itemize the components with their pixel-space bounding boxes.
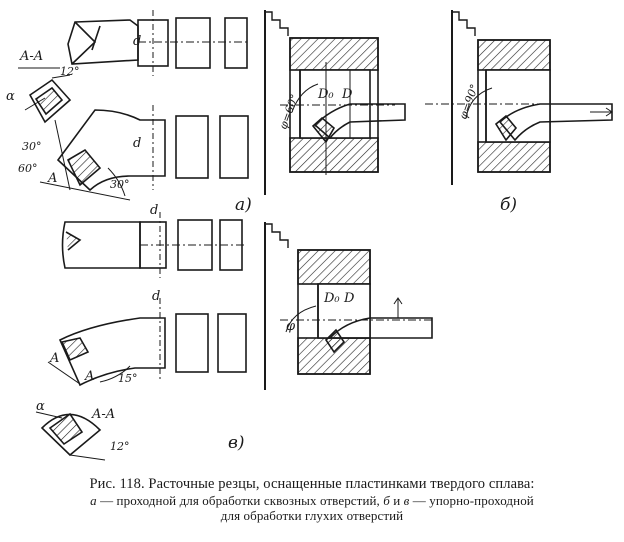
letter-A-bottom-2: A	[84, 369, 94, 384]
section-label-top: A-A	[19, 49, 43, 64]
panel-a-label: а)	[235, 195, 252, 215]
caption-letter-v: в	[403, 493, 410, 508]
tool-v-straight	[61, 212, 245, 278]
angle-phi-60: φ=60°	[277, 92, 302, 131]
section-top	[18, 67, 72, 124]
panel-b-label: б)	[500, 195, 517, 215]
angle-phi-v: φ	[286, 319, 296, 334]
panel-v-label: в)	[228, 433, 245, 453]
dim-d-3: d	[150, 203, 158, 218]
angle-30-a: 30°	[22, 140, 42, 153]
section-label-bottom: A-A	[91, 407, 115, 422]
alpha-bottom: α	[36, 399, 45, 414]
alpha-top: α	[6, 89, 15, 104]
caption-line-3: для обработки глухих отверстий	[220, 508, 404, 523]
dim-D0-a: D₀	[317, 87, 334, 102]
caption-and: и	[389, 493, 404, 508]
letter-A-bottom-1: A	[49, 351, 59, 366]
caption-letter-a: а	[90, 493, 97, 508]
angle-60: 60°	[18, 162, 38, 175]
caption-text-a: — проходной для обработки сквозных отвер…	[96, 493, 384, 508]
angle-30-b: 30°	[110, 178, 130, 191]
angle-15: 15°	[118, 372, 138, 385]
dim-d-4: d	[152, 289, 160, 304]
caption-line-1: Рис. 118. Расточные резцы, оснащенные пл…	[89, 476, 535, 492]
angle-12-bottom: 12°	[110, 440, 130, 453]
dim-d-1: d	[133, 34, 141, 49]
caption-letter-b: б	[383, 493, 390, 508]
workpiece-b	[425, 10, 613, 185]
tool-a-bent	[39, 105, 249, 201]
angle-12-top: 12°	[60, 65, 80, 78]
tool-v-bent	[47, 298, 247, 387]
tool-a-straight	[67, 10, 250, 76]
dim-D-a: D	[341, 87, 353, 102]
dim-d-2: d	[133, 136, 141, 151]
figure-caption: Рис. 118. Расточные резцы, оснащенные пл…	[0, 476, 624, 523]
figure-labels: A-A 12° α 30° 60° 30° A d d d d D₀ D φ=6…	[6, 34, 517, 453]
caption-line-2: а — проходной для обработки сквозных отв…	[0, 493, 624, 508]
workpiece-v	[264, 222, 435, 390]
letter-A-top: A	[47, 171, 57, 186]
section-bottom	[35, 411, 106, 461]
workpiece-a	[264, 10, 406, 195]
dim-D-v: D	[343, 291, 355, 306]
caption-text-v: — упорно-проходной	[409, 493, 534, 508]
dim-D0-v: D₀	[323, 291, 340, 306]
boring-tools-figure: A-A 12° α 30° 60° 30° A d d d d D₀ D φ=6…	[6, 10, 613, 461]
